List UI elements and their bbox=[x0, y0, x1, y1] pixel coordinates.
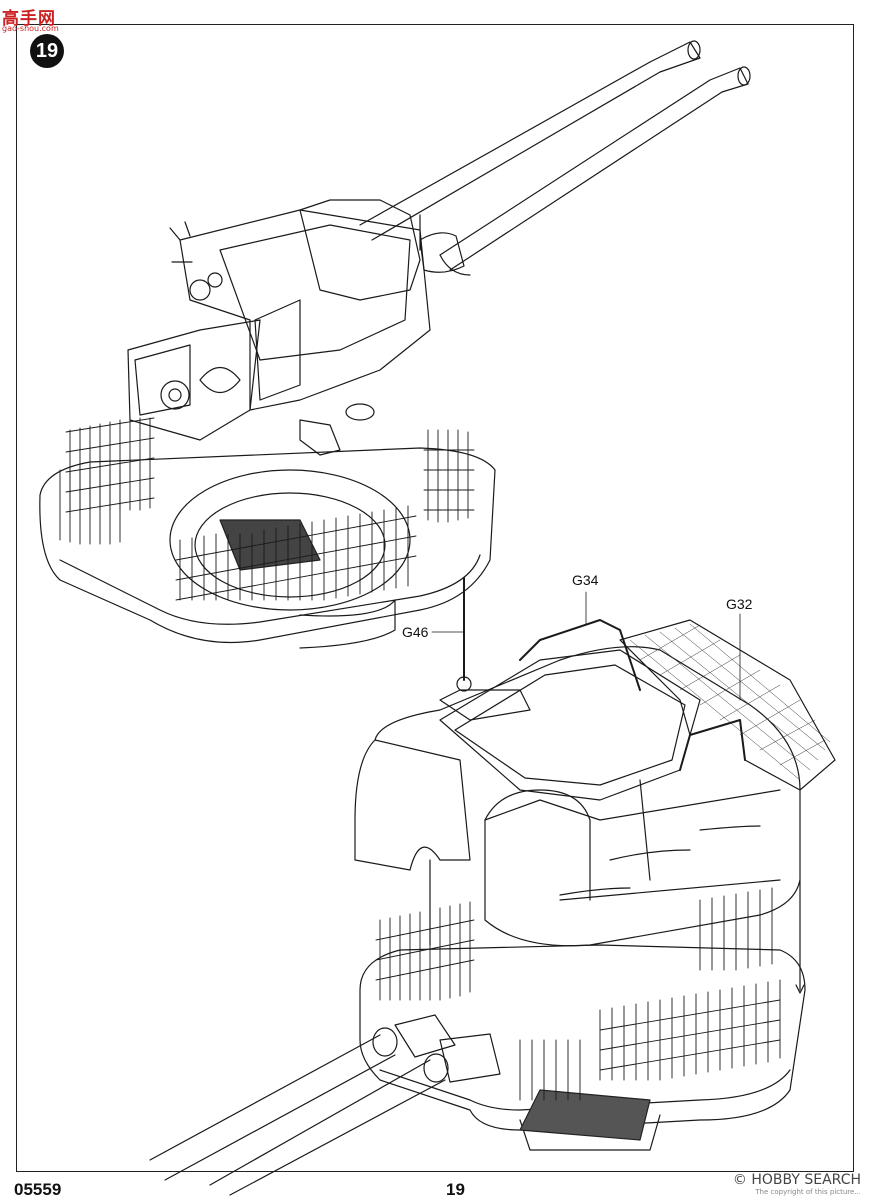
product-code: 05559 bbox=[14, 1180, 62, 1199]
page-number: 19 bbox=[446, 1180, 465, 1199]
page-frame bbox=[16, 24, 854, 1172]
watermark-sub: gao-shou.com bbox=[2, 24, 59, 33]
upper-assembly-drawing bbox=[39, 40, 751, 649]
watermark-subtext: The copyright of this picture... bbox=[755, 1188, 861, 1196]
hobby-search-watermark: © HOBBY SEARCH The copyright of this pic… bbox=[733, 1172, 861, 1196]
callout-g46: G46 bbox=[402, 624, 429, 640]
site-watermark-logo: 高手网 gao-shou.com bbox=[0, 4, 70, 36]
callout-g32: G32 bbox=[726, 596, 753, 612]
lower-assembly-drawing bbox=[149, 577, 836, 1196]
watermark-text: © HOBBY SEARCH bbox=[732, 1172, 861, 1188]
watermark-chars: 高手网 bbox=[2, 9, 56, 29]
callout-g34: G34 bbox=[572, 572, 599, 588]
step-number-badge: 19 bbox=[30, 34, 64, 68]
